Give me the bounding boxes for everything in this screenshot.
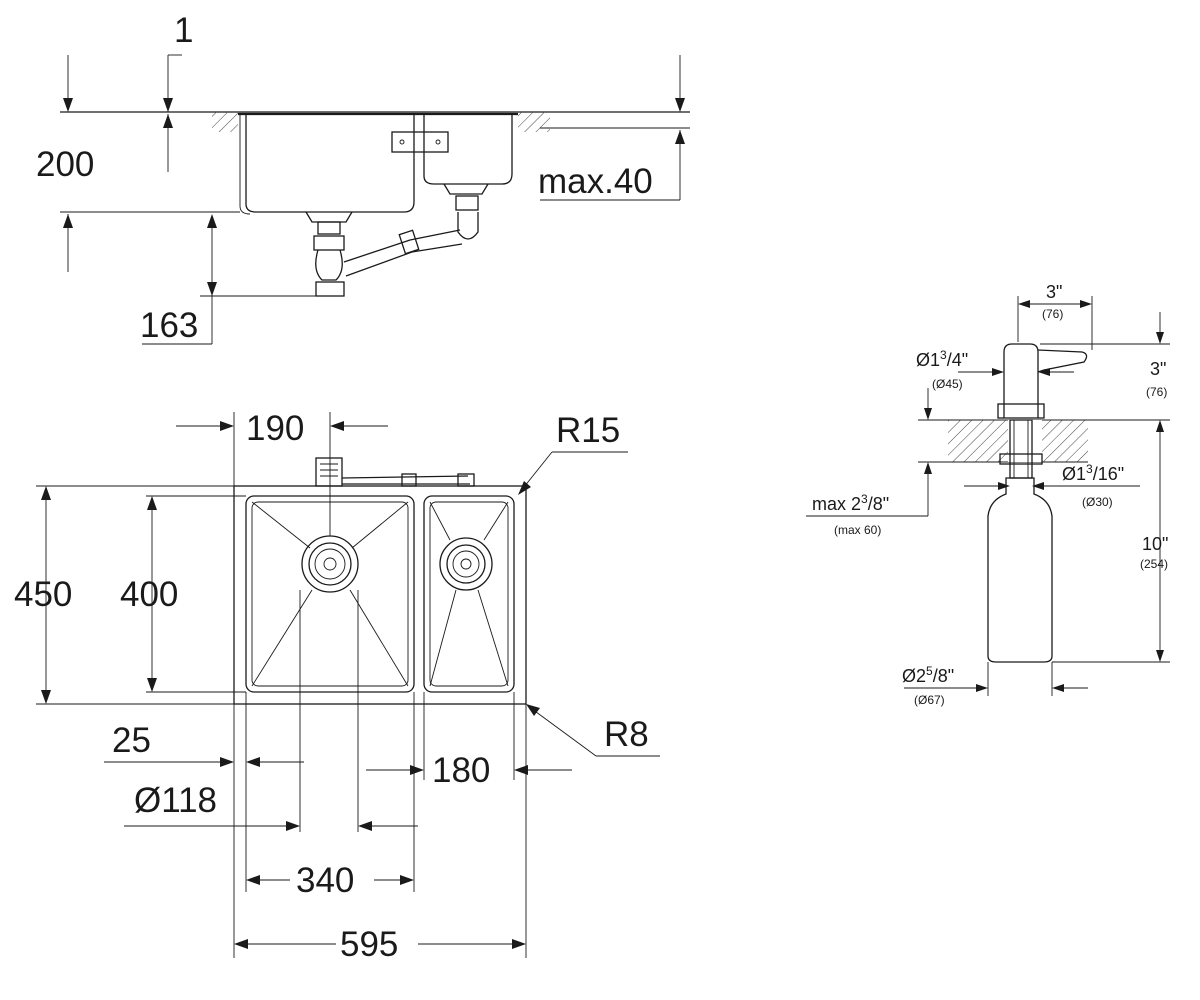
- dim-head-diameter-mm: (Ø45): [932, 377, 963, 391]
- dim-overall-depth: 450: [14, 575, 72, 614]
- dim-bottle-length-mm: (254): [1140, 557, 1168, 571]
- dim-bowl-depth: 400: [120, 575, 178, 614]
- sink-side-view: 1 200 max.40 163: [36, 11, 690, 345]
- dim-head-height-mm: (76): [1146, 385, 1167, 399]
- dim-shank-diameter-mm: (Ø30): [1082, 495, 1113, 509]
- dim-drain-offset: 190: [246, 409, 304, 448]
- dim-spout-length-in: 3": [1046, 282, 1062, 302]
- dim-small-bowl-offset: max.40: [538, 162, 653, 201]
- dim-small-bowl-width: 180: [432, 751, 490, 790]
- dim-max-thickness-mm: (max 60): [834, 523, 881, 537]
- dim-edge-offset: 25: [112, 721, 151, 760]
- dim-head-diameter-in: Ø13/4": [916, 348, 968, 370]
- dim-drain-diameter: Ø118: [134, 781, 217, 820]
- dim-head-height-in: 3": [1150, 359, 1166, 379]
- dim-bottle-length-in: 10": [1142, 534, 1168, 554]
- dim-spout-length-mm: (76): [1042, 307, 1063, 321]
- dim-shank-diameter-in: Ø13/16": [1062, 462, 1124, 484]
- dim-corner-radius-inner: R8: [604, 715, 649, 754]
- sink-top-view: 190 R15 450 400 25 R8 180 Ø118 340 595: [14, 409, 660, 964]
- dim-bottle-diameter-mm: (Ø67): [914, 693, 945, 707]
- dim-max-thickness-in: max 23/8": [812, 492, 889, 514]
- dim-flange-thickness: 1: [174, 11, 193, 50]
- dim-corner-radius-outer: R15: [556, 411, 620, 450]
- soap-dispenser-drawing: 3" (76) 3" (76) Ø13/4" (Ø45) Ø13/16" (Ø3…: [806, 282, 1170, 707]
- dim-bowl-depth-side: 200: [36, 145, 94, 184]
- dim-trap-depth: 163: [140, 306, 198, 345]
- dim-large-bowl-width: 340: [296, 861, 354, 900]
- dim-overall-width: 595: [340, 925, 398, 964]
- dim-bottle-diameter-in: Ø25/8": [902, 664, 954, 686]
